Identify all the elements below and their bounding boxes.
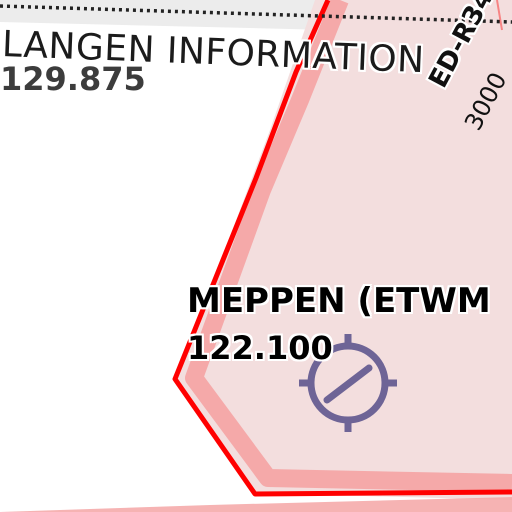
restricted-area-bottom-buffer [0,497,512,512]
aerodrome-frequency: 122.100 [187,329,333,367]
area-edge-line [496,0,503,31]
restricted-area-fill [176,0,512,500]
aerodrome-name: MEPPEN (ETWM [187,281,491,321]
restricted-area-boundary [172,0,512,497]
restricted-area-buffer [185,0,512,492]
fis-sector-boundary [0,4,512,24]
fis-sector-frequency: 129.875 [0,60,146,98]
